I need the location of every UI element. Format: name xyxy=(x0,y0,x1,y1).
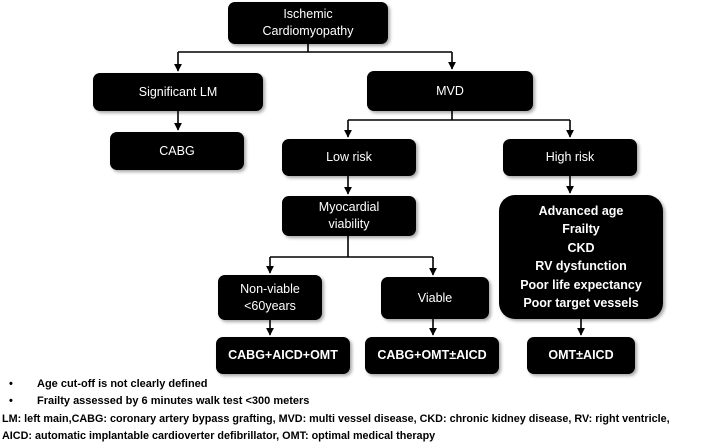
node-myocardial-line-2: viability xyxy=(328,217,370,231)
footnote-bullet-frailty: • Frailty assessed by 6 minutes walk test… xyxy=(9,395,309,407)
node-significant-lm-label: Significant LM xyxy=(138,84,218,99)
node-ischemic-cardiomyopathy: Ischemic Cardiomyopathy xyxy=(228,2,388,44)
node-high-risk-label: High risk xyxy=(545,150,595,164)
bullet-dot: • xyxy=(9,395,13,407)
node-non-viable-line-2: <60years xyxy=(244,298,296,313)
high-risk-factor-poor-target-vessels: Poor target vessels xyxy=(523,296,639,310)
node-mvd: MVD xyxy=(367,71,533,111)
node-myocardial-viability: Myocardial viability xyxy=(282,196,416,236)
node-cabg-aicd-omt-label: CABG+AICD+OMT xyxy=(228,348,338,362)
abbreviations-line-1: LM: left main,CABG: coronary artery bypa… xyxy=(2,413,670,425)
high-risk-factor-frailty: Frailty xyxy=(562,222,600,236)
node-high-risk-factors: Advanced age Frailty CKD RV dysfunction … xyxy=(499,195,663,319)
node-cabg-aicd-omt: CABG+AICD+OMT xyxy=(216,337,350,374)
node-low-risk-label: Low risk xyxy=(326,150,372,164)
high-risk-factor-advanced-age: Advanced age xyxy=(538,203,624,218)
node-cabg-omt-aicd: CABG+OMT±AICD xyxy=(365,337,499,374)
high-risk-factor-rv-dysfunction: RV dysfunction xyxy=(535,259,627,273)
footnote-bullet-age: • Age cut-off is not clearly defined xyxy=(9,378,208,390)
node-high-risk: High risk xyxy=(503,139,637,176)
footnote-bullet-frailty-text: Frailty assessed by 6 minutes walk test … xyxy=(37,395,310,407)
footnote-bullet-age-text: Age cut-off is not clearly defined xyxy=(37,378,208,390)
node-viable-label: Viable xyxy=(417,290,453,305)
node-ischemic-line-2: Cardiomyopathy xyxy=(262,24,354,38)
node-ischemic-line-1: Ischemic xyxy=(283,7,333,21)
node-viable: Viable xyxy=(381,277,489,319)
node-myocardial-line-1: Myocardial xyxy=(318,200,380,214)
high-risk-factor-poor-life-expectancy: Poor life expectancy xyxy=(520,277,642,292)
node-significant-lm: Significant LM xyxy=(93,73,263,111)
node-omt-aicd-label: OMT±AICD xyxy=(548,348,614,362)
node-mvd-label: MVD xyxy=(436,83,464,98)
node-cabg-label: CABG xyxy=(159,143,195,158)
node-low-risk: Low risk xyxy=(282,139,416,176)
node-non-viable: Non-viable <60years xyxy=(218,275,322,320)
node-cabg: CABG xyxy=(110,132,244,170)
high-risk-factor-ckd: CKD xyxy=(567,240,595,255)
abbreviations-line-2: AICD: automatic implantable cardioverter… xyxy=(2,430,436,442)
node-non-viable-line-1: Non-viable xyxy=(240,281,300,296)
bullet-dot: • xyxy=(9,378,13,390)
node-omt-aicd: OMT±AICD xyxy=(527,337,635,374)
node-cabg-omt-aicd-label: CABG+OMT±AICD xyxy=(377,348,487,362)
